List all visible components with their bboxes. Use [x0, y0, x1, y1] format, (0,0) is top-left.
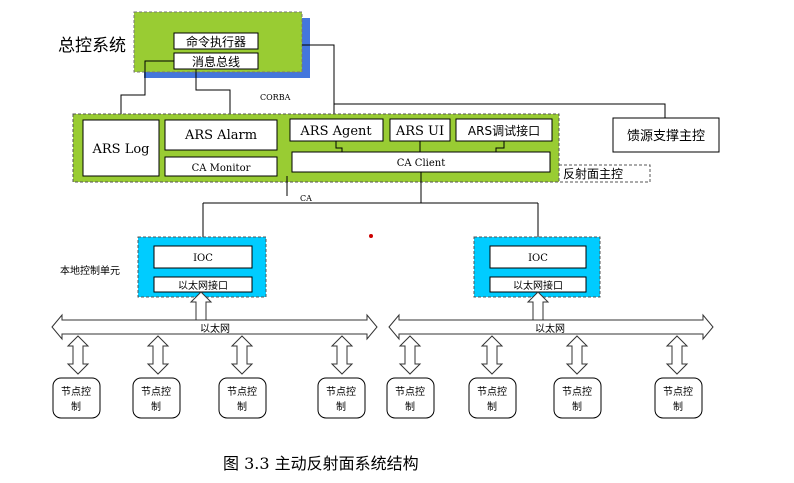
node-control-6: 节点控 制: [468, 377, 517, 419]
node-label-4a: 节点控: [326, 385, 356, 398]
node-label-3b: 制: [237, 400, 247, 413]
ars-agent-label: ARS Agent: [299, 124, 372, 139]
node-arrow-5: [399, 335, 421, 375]
node-arrow-7: [566, 335, 588, 375]
reflector-master-label-box: [558, 164, 651, 183]
ars-log-box: [82, 119, 160, 177]
cmd-executor-label: 命令执行器: [186, 34, 246, 49]
ars-debug-label: ARS调试接口: [468, 123, 540, 138]
node-label-7a: 节点控: [562, 385, 592, 398]
figure-caption: 图 3.3 主动反射面系统结构: [223, 454, 419, 473]
node-arrow-1: [67, 335, 89, 375]
node-label-8a: 节点控: [663, 385, 693, 398]
node-label-1a: 节点控: [61, 385, 91, 398]
node-control-3: 节点控 制: [218, 377, 267, 419]
ioc-right-box: [489, 245, 587, 269]
node-control-8: 节点控 制: [654, 377, 703, 419]
top-system-label: 总控系统: [58, 36, 126, 56]
node-label-5b: 制: [405, 400, 415, 413]
client-connectors: [335, 141, 505, 152]
ca-label: CA: [300, 194, 312, 203]
eth-iface-right-label: 以太网接口: [513, 279, 563, 292]
feed-support-box: [612, 117, 720, 153]
node-control-5: 节点控 制: [386, 377, 435, 419]
node-label-6b: 制: [487, 400, 497, 413]
ethernet-bus-right: [388, 313, 714, 341]
ethernet-right-label: 以太网: [535, 322, 565, 335]
cmd-executor-box: [173, 32, 259, 50]
feed-support-label: 馈源支撑主控: [627, 129, 705, 144]
ca-monitor-label: CA Monitor: [192, 163, 251, 174]
corba-label: CORBA: [260, 93, 291, 102]
ars-alarm-box: [164, 119, 278, 151]
ioc-right-label: IOC: [528, 253, 548, 264]
node-label-2b: 制: [151, 400, 161, 413]
msg-bus-label: 消息总线: [192, 54, 240, 69]
node-arrow-8: [666, 335, 688, 375]
node-control-2: 节点控 制: [132, 377, 181, 419]
node-control-4: 节点控 制: [317, 377, 366, 419]
ethernet-left-label: 以太网: [200, 322, 230, 335]
eth-iface-left-label: 以太网接口: [178, 279, 228, 292]
reflector-master-label: 反射面主控: [563, 166, 623, 181]
node-boxes: 节点控 制 节点控 制 节点控 制 节点控 制 节点控 制 节点控 制: [52, 377, 703, 419]
node-label-6a: 节点控: [477, 385, 507, 398]
ca-monitor-box: [164, 156, 278, 177]
node-arrow-4: [331, 335, 353, 375]
ars-log-label: ARS Log: [92, 142, 150, 157]
node-arrow-6: [481, 335, 503, 375]
ars-alarm-label: ARS Alarm: [184, 128, 257, 143]
ars-ui-label: ARS UI: [395, 124, 444, 139]
ethernet-bus-left: [51, 313, 378, 341]
node-label-5a: 节点控: [395, 385, 425, 398]
node-label-8b: 制: [673, 400, 683, 413]
ioc-left-box: [153, 245, 253, 269]
node-label-3a: 节点控: [227, 385, 257, 398]
ioc-left-label: IOC: [193, 253, 213, 264]
ca-client-label: CA Client: [397, 158, 445, 169]
local-control-unit-label: 本地控制单元: [60, 264, 120, 277]
node-label-4b: 制: [336, 400, 346, 413]
top-connectors: [120, 44, 666, 124]
node-control-7: 节点控 制: [553, 377, 602, 419]
eth-iface-left-box: [153, 276, 253, 293]
node-arrow-2: [147, 335, 169, 375]
ca-bus: [202, 172, 539, 237]
node-label-1b: 制: [71, 400, 81, 413]
node-label-7b: 制: [572, 400, 582, 413]
node-arrow-3: [231, 335, 253, 375]
node-label-2a: 节点控: [141, 385, 171, 398]
node-arrows: [67, 335, 688, 375]
red-dot-2: [369, 234, 373, 238]
node-control-1: 节点控 制: [52, 377, 101, 419]
